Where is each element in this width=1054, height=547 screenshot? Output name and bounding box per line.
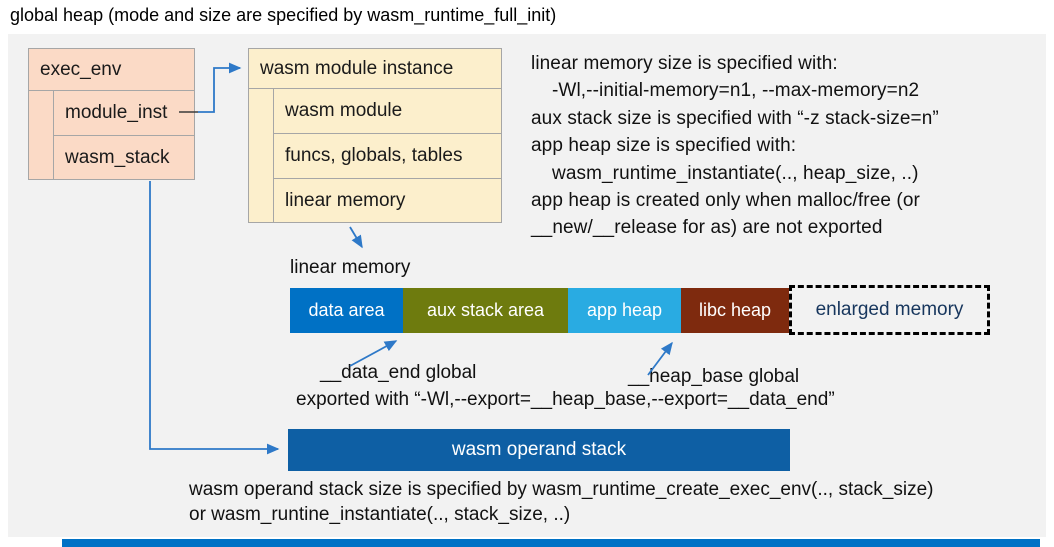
wasm-operand-stack-bar: wasm operand stack: [288, 429, 790, 471]
heap-base-global-label: __heap_base global: [628, 366, 800, 387]
module-instance-row-funcs-globals-tables: funcs, globals, tables: [274, 134, 501, 179]
exec-env-row-wasm-stack: wasm_stack: [65, 147, 170, 168]
note-line: app heap is created only when malloc/fre…: [531, 190, 920, 212]
linear-memory-bar: data area aux stack area app heap libc h…: [290, 288, 789, 333]
module-instance-row-linear-memory: linear memory: [285, 190, 406, 211]
note-line: app heap size is specified with:: [531, 135, 797, 157]
exec-env-box: exec_env module_inst wasm_stack: [28, 48, 195, 180]
operand-stack-note-line2: or wasm_runtine_instantiate(.., stack_si…: [189, 504, 571, 525]
exec-env-row-module-inst: module_inst: [54, 91, 194, 136]
module-instance-indent-column: [249, 89, 274, 223]
diagram-title: global heap (mode and size are specified…: [10, 5, 557, 25]
linear-memory-label: linear memory: [290, 257, 411, 278]
module-instance-box: wasm module instance wasm module funcs, …: [248, 48, 502, 223]
segment-app-heap: app heap: [568, 288, 681, 333]
memory-size-notes: linear memory size is specified with: -W…: [531, 50, 939, 242]
exec-env-body: module_inst wasm_stack: [29, 91, 194, 180]
exec-env-indent-column: [29, 91, 54, 180]
operand-stack-note-line1: wasm operand stack size is specified by …: [189, 479, 934, 500]
note-line: -Wl,--initial-memory=n1, --max-memory=n2: [552, 80, 920, 102]
segment-aux-stack-area: aux stack area: [403, 288, 568, 333]
segment-enlarged-memory: enlarged memory: [789, 285, 990, 335]
note-line: linear memory size is specified with:: [531, 53, 838, 74]
exported-with-label: exported with “-Wl,--export=__heap_base,…: [296, 389, 835, 410]
module-instance-header: wasm module instance: [249, 49, 501, 89]
data-end-global-label: __data_end global: [320, 362, 477, 383]
segment-libc-heap: libc heap: [681, 288, 789, 333]
module-instance-row-wasm-module: wasm module: [274, 89, 501, 134]
note-line: aux stack size is specified with “-z sta…: [531, 107, 939, 129]
exec-env-header: exec_env: [29, 49, 194, 91]
note-line: __new/__release for as) are not exported: [531, 217, 883, 239]
segment-data-area: data area: [290, 288, 403, 333]
module-instance-body: wasm module funcs, globals, tables linea…: [249, 89, 501, 223]
slide-footer-accent-bar: [62, 539, 1040, 547]
note-line: wasm_runtime_instantiate(.., heap_size, …: [552, 162, 919, 184]
